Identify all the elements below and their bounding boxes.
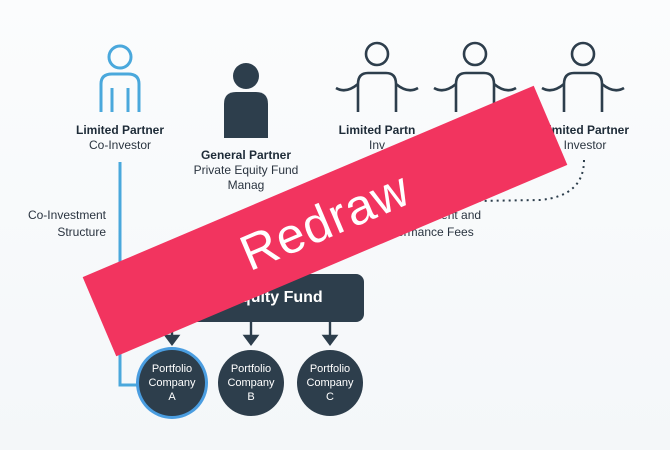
- lp-1-role: Limited Partn: [338, 123, 416, 137]
- coinvestment-connector: [118, 162, 143, 387]
- fees-dotted-connector: [409, 159, 585, 203]
- lp-3-desc: Investor: [563, 138, 607, 152]
- portfolio-c-line-1: Portfolio: [309, 363, 351, 375]
- general-partner-desc-2: Manag: [227, 178, 265, 192]
- portfolio-b-line-1: Portfolio: [230, 363, 272, 375]
- general-partner-person-icon: [224, 63, 268, 138]
- coinvestment-line-1: Co-Investment: [27, 208, 106, 222]
- coinvestor-role: Limited Partner: [75, 123, 165, 137]
- portfolio-c-line-2: Company: [306, 377, 354, 389]
- portfolio-b-line-3: B: [247, 391, 255, 403]
- portfolio-company-b: Portfolio Company B: [218, 350, 284, 416]
- portfolio-a-line-2: Company: [148, 377, 196, 389]
- lp-1-desc: Inv: [368, 138, 385, 152]
- coinvestment-structure-label: Co-Investment Structure: [8, 207, 106, 241]
- lp-3-role: Limited Partner: [540, 123, 630, 137]
- coinvestor-desc: Co-Investor: [88, 138, 152, 152]
- fund-to-portfolio-arrows: [163, 322, 339, 346]
- portfolio-company-a: Portfolio Company A: [139, 350, 205, 416]
- investor-person-icon: [433, 41, 517, 112]
- portfolio-c-line-3: C: [326, 391, 334, 403]
- portfolio-company-c: Portfolio Company C: [297, 350, 363, 416]
- coinvestment-line-2: Structure: [57, 225, 106, 239]
- general-partner-label: General Partner Private Equity Fund Mana…: [186, 148, 306, 193]
- investor-person-icon: [541, 41, 625, 112]
- portfolio-b-line-2: Company: [227, 377, 275, 389]
- coinvestor-person-icon: [99, 44, 141, 112]
- lp-1-label: Limited Partn Inv: [327, 123, 427, 153]
- portfolio-a-line-1: Portfolio: [151, 363, 193, 375]
- general-partner-role: General Partner: [200, 148, 292, 162]
- general-partner-desc-1: Private Equity Fund: [193, 163, 299, 177]
- portfolio-a-line-3: A: [168, 391, 176, 403]
- coinvestor-label: Limited Partner Co-Investor: [70, 123, 170, 153]
- investor-person-icon: [335, 41, 419, 112]
- lp-3-label: Limited Partner Investor: [533, 123, 637, 153]
